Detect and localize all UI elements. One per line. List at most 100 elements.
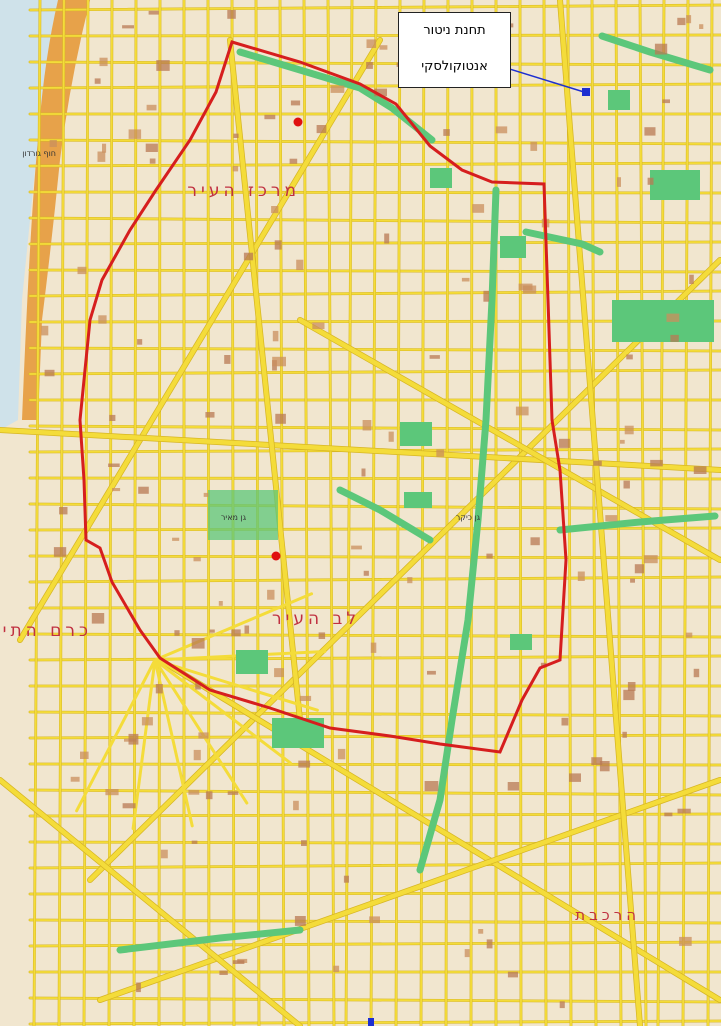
street (153, 658, 292, 765)
building-block (294, 916, 306, 926)
building-block (112, 488, 121, 492)
building-block (301, 840, 307, 846)
building-block (243, 252, 254, 261)
building-block (141, 717, 153, 726)
building-block (620, 439, 625, 444)
building-block (205, 791, 213, 800)
building-block (205, 412, 215, 418)
main-avenue (17, 37, 383, 643)
building-block (664, 812, 673, 817)
building-block (624, 425, 634, 435)
building-block (330, 85, 345, 93)
boulevard-segment (556, 512, 719, 534)
park-area (608, 90, 630, 110)
station-callout: תחנת ניטור אנטוקולסקי (398, 12, 511, 88)
park-area (500, 236, 526, 258)
building-block (689, 274, 694, 284)
building-block (318, 632, 326, 639)
park-area (510, 634, 532, 650)
street (133, 0, 137, 1026)
building-block (312, 322, 325, 330)
building-block (188, 790, 200, 795)
building-block (591, 757, 603, 765)
building-block (289, 158, 298, 164)
building-block (617, 177, 621, 187)
measurement-point[interactable] (293, 117, 303, 127)
main-avenue (97, 777, 721, 1003)
district-label-city-center: מרכז העיר (187, 181, 300, 201)
building-block (102, 143, 107, 153)
building-block (98, 315, 107, 324)
park-area (430, 168, 452, 188)
building-block (650, 459, 663, 467)
building-block (366, 39, 377, 48)
building-block (172, 537, 180, 541)
building-block (478, 929, 484, 934)
building-block (267, 589, 275, 600)
building-block (155, 684, 163, 694)
building-block (495, 126, 508, 134)
street (29, 892, 721, 895)
street (131, 658, 157, 831)
street (29, 655, 721, 661)
main-avenue (557, 0, 643, 1026)
street (29, 997, 721, 1003)
building-block (274, 668, 284, 678)
building-block (70, 776, 80, 782)
building-blocks (41, 10, 707, 1009)
monitoring-station-marker[interactable] (582, 88, 590, 96)
building-block (232, 960, 245, 964)
building-block (44, 369, 55, 377)
building-block (577, 571, 585, 581)
building-block (293, 800, 299, 811)
park-area (400, 422, 432, 446)
building-block (272, 356, 286, 367)
building-block (593, 460, 602, 466)
building-block (109, 414, 116, 421)
street (327, 0, 335, 1026)
sea-area (0, 0, 58, 430)
building-block (424, 781, 439, 792)
building-block (275, 413, 286, 424)
park-area (650, 170, 700, 200)
district-label-city-heart: לב העיר (272, 609, 360, 629)
street (370, 0, 377, 1026)
station-marker-bottom (368, 1018, 374, 1026)
boulevard-rothschild (236, 48, 436, 144)
building-block (374, 88, 387, 97)
building-block (298, 760, 311, 768)
place-label: גן כיקר (456, 513, 481, 522)
building-block (361, 468, 366, 477)
building-block (507, 782, 520, 791)
building-block (622, 731, 627, 738)
building-block (91, 613, 105, 624)
building-block (59, 507, 68, 515)
building-block (195, 682, 201, 690)
place-label: גן מאיר (221, 513, 247, 522)
building-block (160, 849, 168, 859)
building-block (518, 283, 533, 291)
boulevard-main (416, 186, 500, 874)
street (153, 658, 319, 712)
building-block (626, 354, 633, 360)
building-block (97, 151, 106, 162)
building-block (94, 78, 101, 84)
building-block (316, 125, 327, 134)
building-block (264, 114, 276, 120)
building-block (677, 17, 686, 26)
building-block (193, 749, 201, 761)
building-block (464, 949, 470, 958)
building-block (666, 313, 680, 322)
building-block (670, 334, 679, 342)
building-block (333, 965, 340, 973)
main-avenue (0, 777, 303, 1026)
building-block (149, 158, 156, 164)
building-block (515, 406, 529, 416)
street (29, 477, 721, 480)
building-block (654, 43, 668, 55)
measurement-point[interactable] (271, 551, 281, 561)
building-block (53, 547, 67, 557)
street (29, 1020, 721, 1025)
